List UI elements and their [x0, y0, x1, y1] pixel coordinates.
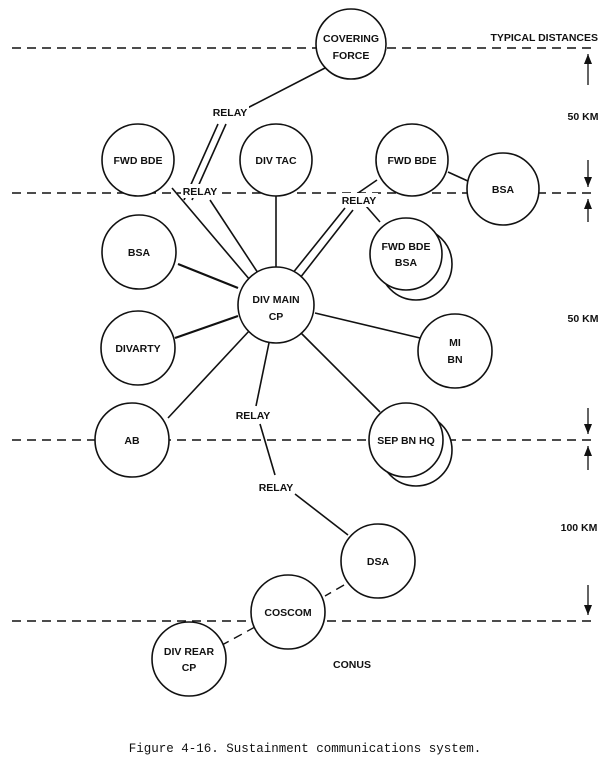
node-ab: AB — [94, 402, 170, 478]
node-mi-bn: MI BN — [417, 313, 493, 389]
fwd-bde-left-label: FWD BDE — [114, 155, 163, 167]
covering-force-label-1: COVERING — [323, 33, 379, 45]
node-div-rear-cp: DIV REAR CP — [151, 621, 227, 697]
div-tac-label: DIV TAC — [255, 155, 297, 167]
distance-arrows — [584, 54, 592, 615]
coscom-label: COSCOM — [264, 607, 312, 619]
typical-distances-label: TYPICAL DISTANCES — [490, 32, 598, 44]
ab-label: AB — [124, 435, 140, 447]
node-fwd-bde-left: FWD BDE — [101, 123, 175, 197]
bsa-right-label: BSA — [492, 184, 515, 196]
node-fwd-bde-right: FWD BDE — [375, 123, 449, 197]
fwd-bde-right-label: FWD BDE — [388, 155, 437, 167]
node-fwd-bde-bsa: FWD BDE BSA — [369, 217, 443, 291]
node-covering-force: COVERING FORCE — [315, 8, 387, 80]
node-dsa: DSA — [340, 523, 416, 599]
relay-label-left: RELAY — [183, 186, 218, 198]
relay-label-top: RELAY — [213, 107, 248, 119]
node-bsa-right: BSA — [466, 152, 540, 226]
fwd-bde-bsa-label-2: BSA — [395, 257, 418, 269]
node-sep-bn-hq: SEP BN HQ — [368, 402, 444, 478]
conus-label: CONUS — [333, 659, 371, 671]
node-coscom: COSCOM — [250, 574, 326, 650]
node-divarty: DIVARTY — [100, 310, 176, 386]
node-bsa-left: BSA — [101, 214, 177, 290]
relay-label-low: RELAY — [259, 482, 294, 494]
div-main-cp-label-1: DIV MAIN — [252, 294, 299, 306]
relay-label-mid: RELAY — [236, 410, 271, 422]
div-main-cp-label-2: CP — [269, 311, 284, 323]
node-div-main-cp: DIV MAIN CP — [237, 266, 315, 344]
mi-bn-label-2: BN — [447, 354, 462, 366]
bsa-left-label: BSA — [128, 247, 151, 259]
distance-label-3: 100 KM — [561, 522, 598, 534]
fwd-bde-bsa-label-1: FWD BDE — [382, 241, 431, 253]
figure-caption: Figure 4-16. Sustainment communications … — [128, 742, 482, 756]
distance-label-1: 50 KM — [568, 111, 599, 123]
node-div-tac: DIV TAC — [239, 123, 313, 197]
mi-bn-label-1: MI — [449, 337, 461, 349]
sep-bn-hq-label: SEP BN HQ — [377, 435, 435, 447]
communications-diagram: COVERING FORCE FWD BDE DIV TAC FWD BDE B… — [12, 8, 599, 697]
relay-label-right: RELAY — [342, 195, 377, 207]
distance-label-2: 50 KM — [568, 313, 599, 325]
divarty-label: DIVARTY — [115, 343, 160, 355]
div-rear-cp-label-1: DIV REAR — [164, 646, 215, 658]
covering-force-label-2: FORCE — [333, 50, 370, 62]
dsa-label: DSA — [367, 556, 390, 568]
div-rear-cp-label-2: CP — [182, 662, 197, 674]
